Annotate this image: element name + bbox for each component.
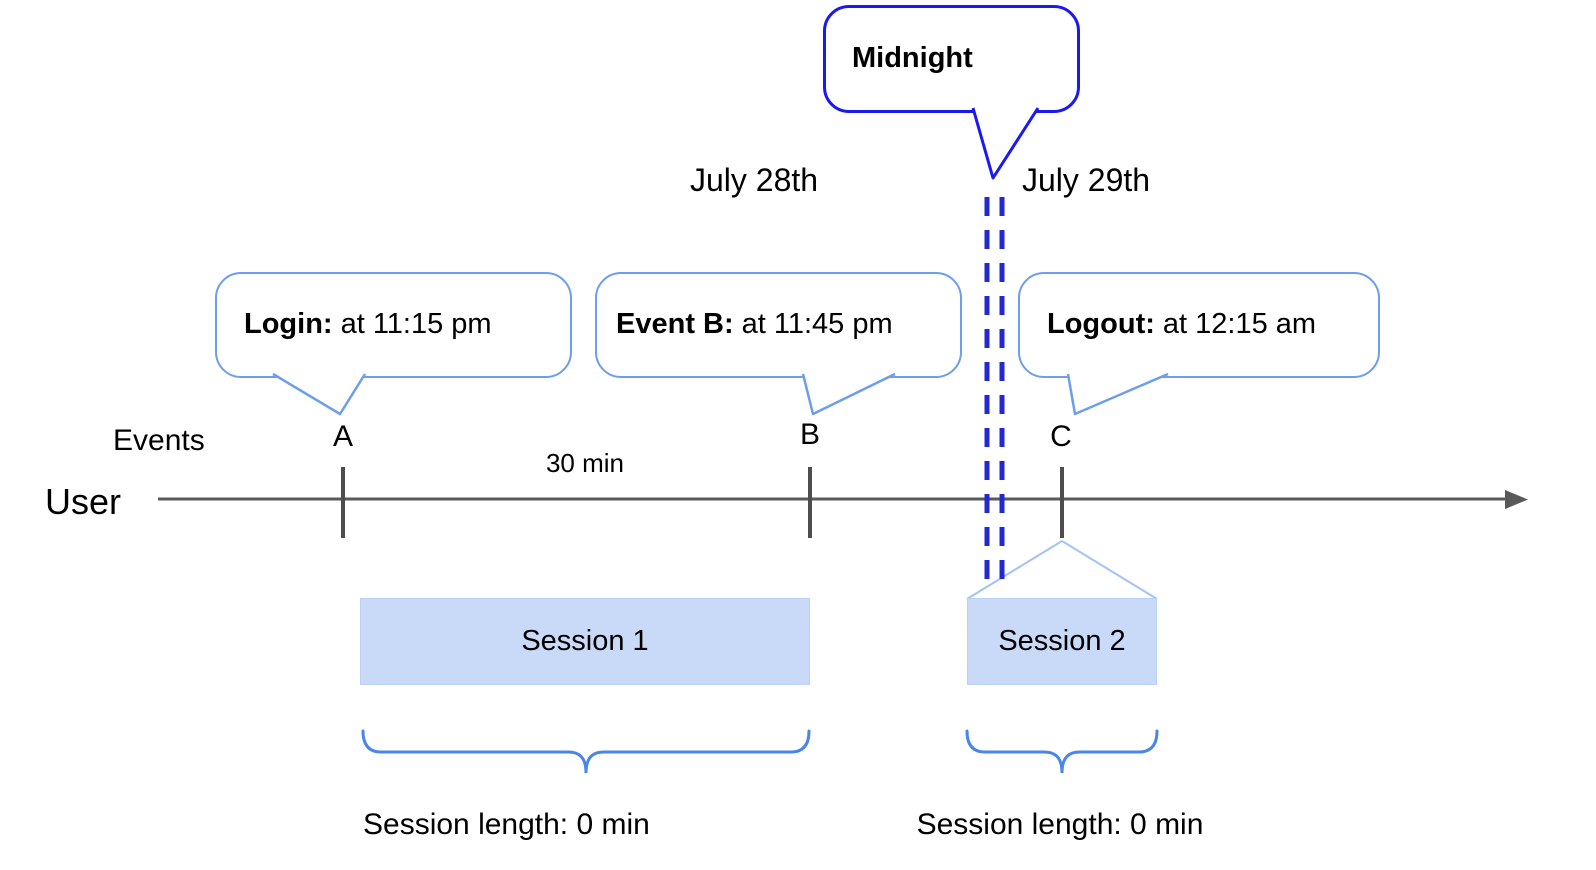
event-b-callout-tail [801,372,896,416]
session2-box: Session 2 [967,598,1157,685]
event-b-callout-detail: at 11:45 pm [741,308,893,341]
event-marker-b: B [799,418,821,451]
login-callout-tail [272,372,367,416]
logout-callout-detail: at 12:15 am [1162,308,1317,341]
midnight-callout: Midnight [823,5,1080,113]
event-marker-c: C [1050,420,1072,453]
interval-30min-label: 30 min [545,448,625,478]
session1-label: Session 1 [521,625,649,657]
session2-expansion-line-right [1061,540,1158,600]
login-callout-detail: at 11:15 pm [340,308,492,341]
session2-label: Session 2 [998,625,1126,657]
session2-length-label: Session length: 0 min [916,808,1204,841]
date-label-july-28: July 28th [690,162,819,198]
logout-callout-tail [1066,372,1169,416]
event-marker-a: A [332,420,354,453]
session2-length-brace [965,729,1159,774]
session1-box: Session 1 [360,598,810,685]
session1-length-brace [361,729,811,774]
logout-callout-title: Logout: [1047,308,1155,341]
logout-callout: Logout: at 12:15 am [1018,272,1380,378]
event-b-callout: Event B: at 11:45 pm [595,272,962,378]
login-callout: Login: at 11:15 pm [215,272,572,378]
events-axis-label: Events [113,424,205,457]
login-callout-title: Login: [244,308,333,341]
timeline-arrowhead-icon [1505,490,1528,509]
session2-expansion-line-left [966,540,1063,600]
user-axis-label: User [45,481,122,522]
session1-length-label: Session length: 0 min [363,808,650,841]
date-label-july-29: July 29th [1022,162,1151,198]
event-b-callout-title: Event B: [616,308,734,341]
midnight-callout-label: Midnight [852,42,973,75]
